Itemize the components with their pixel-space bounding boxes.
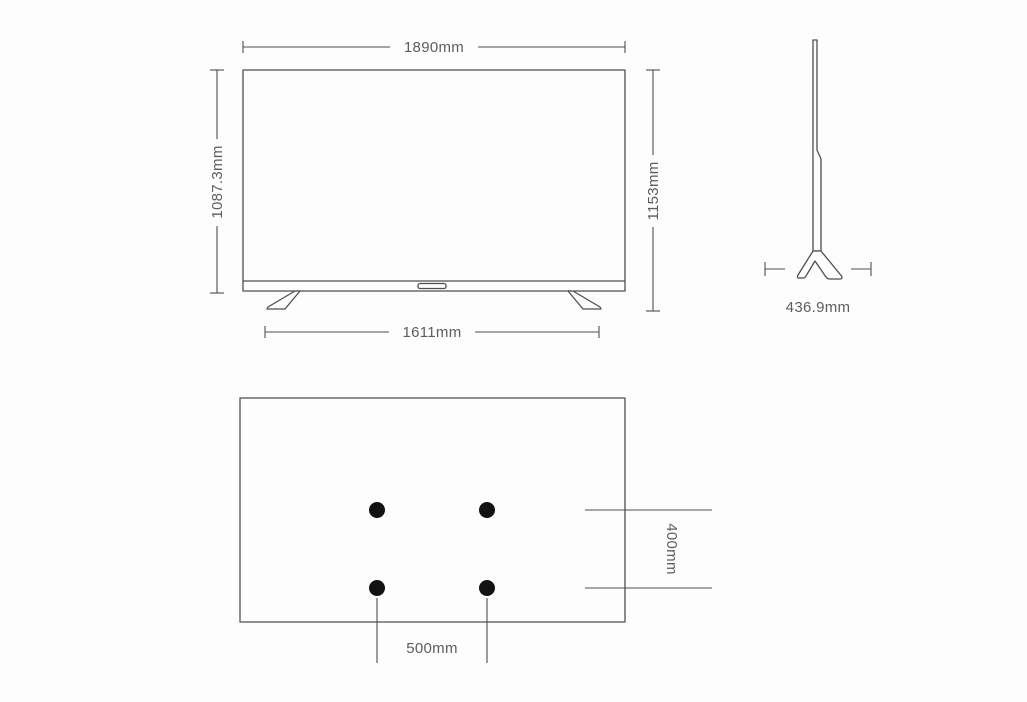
dimension-side-depth: 436.9mm [764,262,872,316]
vesa-hole-top-right [479,502,495,518]
dimension-front-stand-span: 1611mm [264,324,600,341]
front-width-label: 1890mm [404,39,464,56]
front-view: 1890mm 1087.3mm 1153mm [209,39,662,341]
dimension-vesa-horizontal: 500mm [376,598,488,663]
front-total-height-label: 1153mm [645,161,662,220]
front-panel-height-label: 1087.3mm [209,145,226,218]
dimension-front-panel-height: 1087.3mm [209,69,226,294]
tv-side-panel-profile [812,39,822,252]
tv-front-left-foot [266,290,301,310]
tv-front-center-detail [417,282,447,290]
dimension-front-total-height: 1153mm [645,69,662,312]
dimension-vesa-vertical: 400mm [585,509,712,589]
dimension-front-width: 1890mm [242,39,626,56]
vesa-hole-bottom-right [479,580,495,596]
tv-side-stand-foot [796,250,843,280]
vesa-hole-top-left [369,502,385,518]
vesa-hole-bottom-left [369,580,385,596]
tv-front-outline [242,69,626,292]
tv-front-right-foot [567,290,602,310]
tv-rear-outline [239,397,626,623]
side-view: 436.9mm [764,39,872,316]
vesa-horizontal-label: 500mm [406,640,458,657]
side-depth-label: 436.9mm [786,299,851,316]
front-stand-span-label: 1611mm [402,324,461,341]
vesa-vertical-label: 400mm [663,523,680,575]
rear-view: 400mm 500mm [239,397,712,663]
